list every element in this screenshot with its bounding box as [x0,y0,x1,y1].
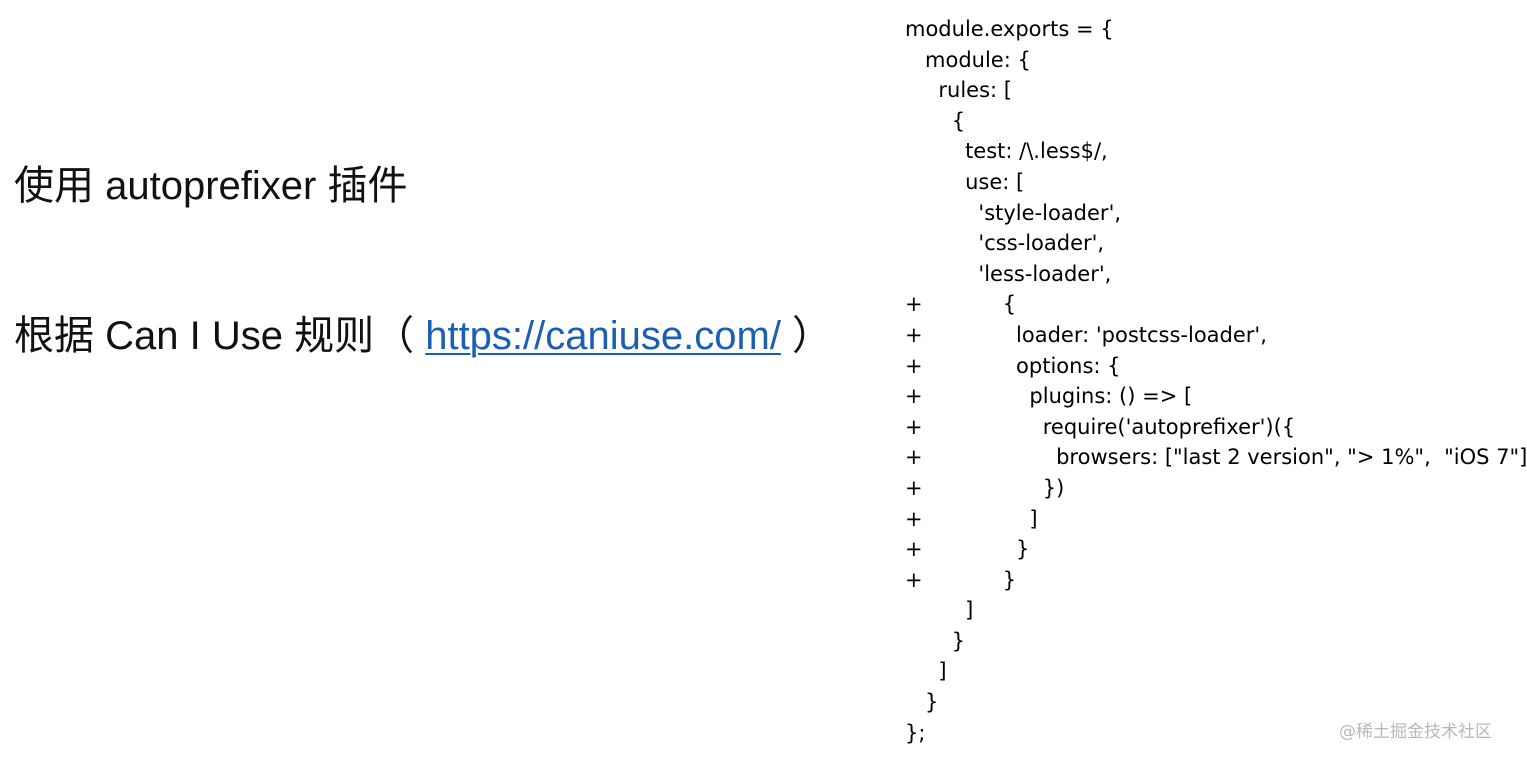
code-line: use: [ [905,169,1025,194]
code-line: rules: [ [905,78,1012,103]
code-line: ] [905,598,974,623]
code-line: + options: { [905,353,1121,378]
code-line: + { [905,292,1017,317]
code-line: + require('autoprefixer')({ [905,414,1296,439]
code-line: module.exports = { [905,17,1114,41]
code-line: + plugins: () => [ [905,384,1193,409]
heading-caniuse-rules: 根据 Can I Use 规则（ https://caniuse.com/ ） [14,312,832,360]
code-line: + } [905,567,1017,592]
code-line: { [905,108,966,133]
code-line: + } [905,537,1030,562]
code-line: + browsers: ["last 2 version", "> 1%", "… [905,445,1527,470]
webpack-config-code-block: module.exports = { module: { rules: [ { … [905,14,1527,748]
code-line: + ] [905,506,1038,531]
code-line: } [905,690,939,715]
caniuse-link[interactable]: https://caniuse.com/ [425,314,781,358]
code-line: + }) [905,475,1065,500]
code-line: module: { [905,47,1031,72]
code-line: 'style-loader', [905,200,1122,225]
code-line: ] [905,659,947,684]
closing-paren: ） [780,314,833,358]
code-line: }; [905,720,926,745]
code-line: 'less-loader', [905,261,1112,286]
code-line: } [905,628,966,653]
caniuse-rules-label: 根据 Can I Use 规则（ [14,314,426,358]
code-line: test: /\.less$/, [905,139,1108,164]
code-line: + loader: 'postcss-loader', [905,322,1267,347]
code-line: 'css-loader', [905,231,1105,256]
watermark-text: @稀土掘金技术社区 [1339,722,1492,742]
heading-autoprefixer-plugin: 使用 autoprefixer 插件 [14,164,408,208]
